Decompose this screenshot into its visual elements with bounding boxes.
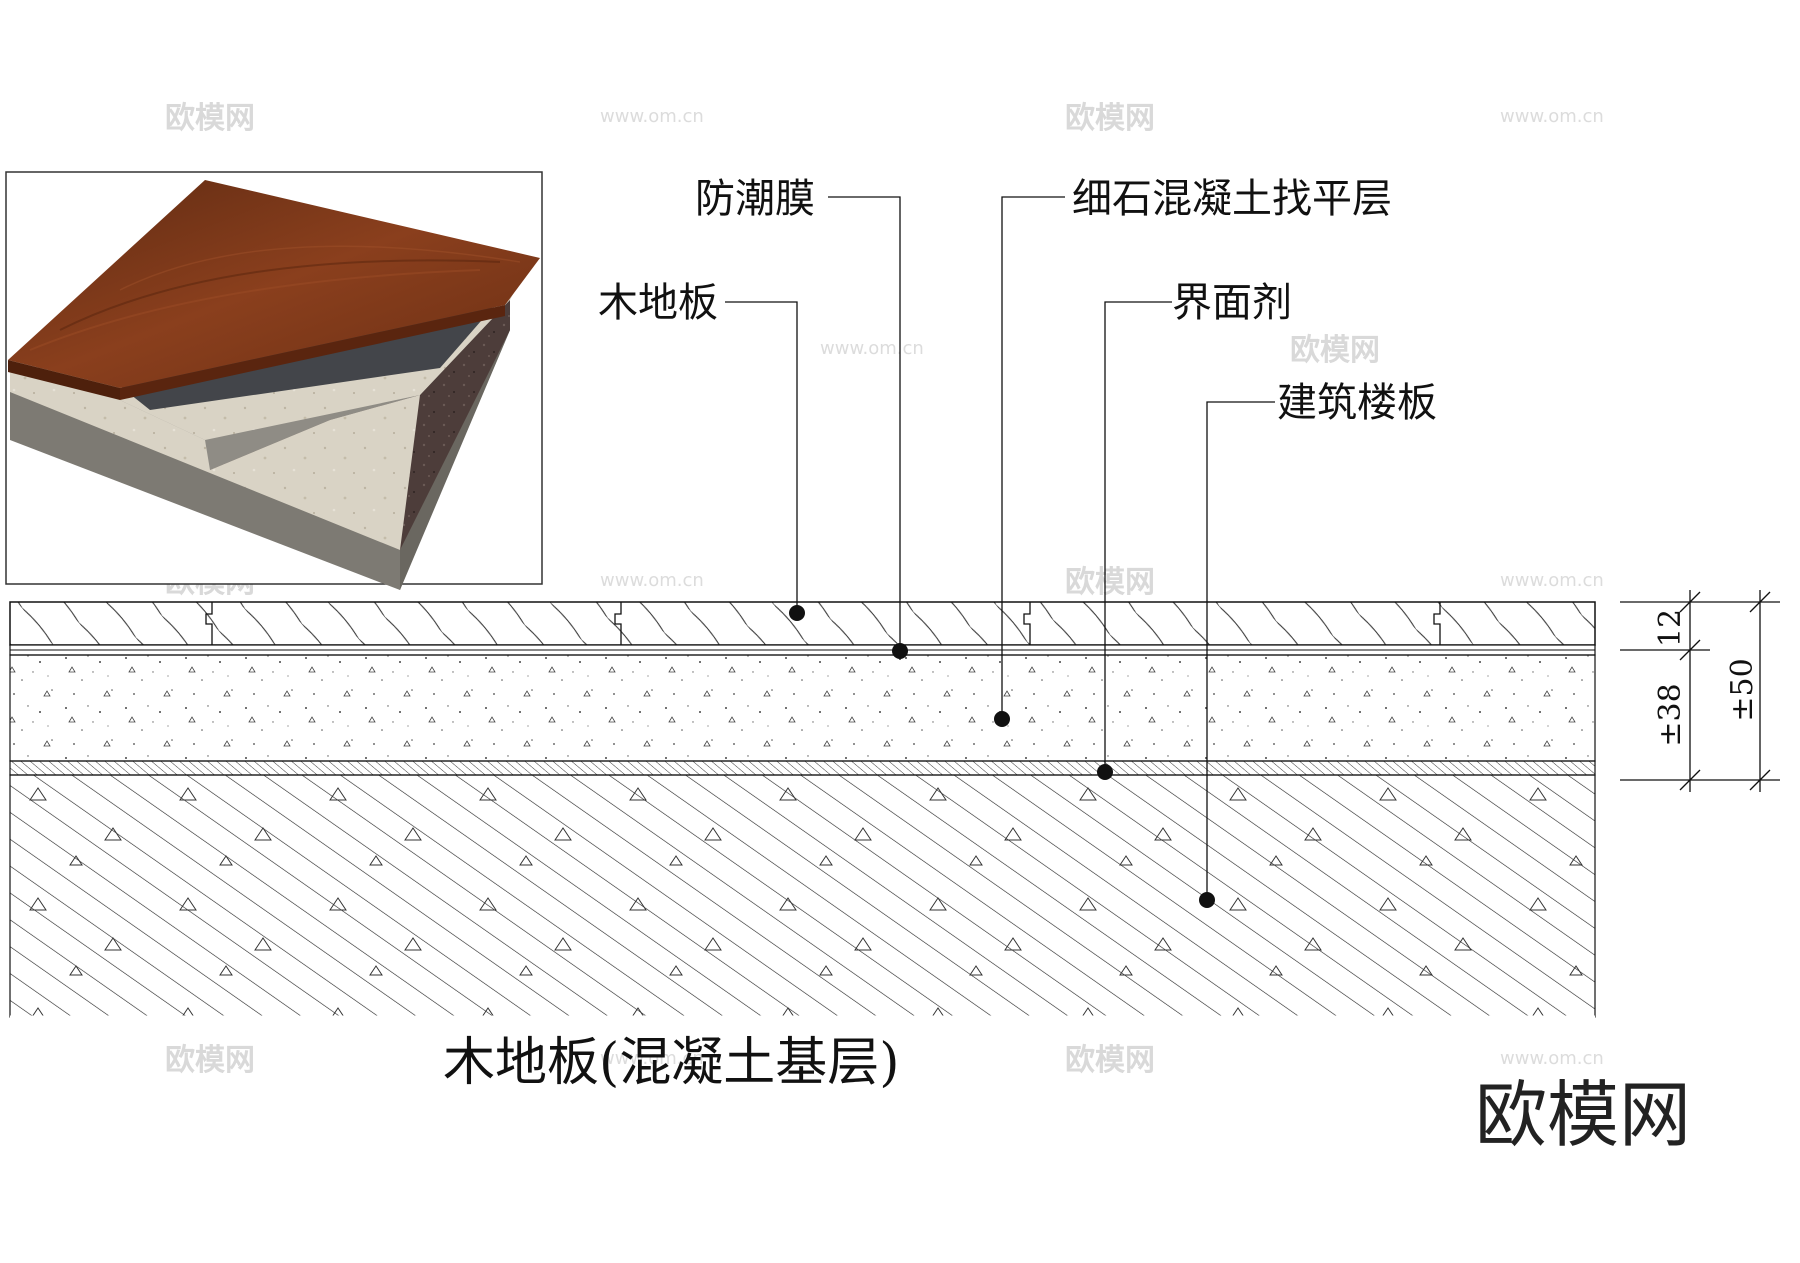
label-interface-agent: 界面剂 <box>1172 280 1292 326</box>
label-fine-concrete: 细石混凝土找平层 <box>1072 176 1392 222</box>
watermark-url: www.om.cn <box>600 106 704 127</box>
watermark-text: 欧模网 <box>1065 1043 1155 1078</box>
dimension-38: ±38 <box>1653 683 1688 746</box>
dimension-50: ±50 <box>1725 658 1760 721</box>
diagram-title: 木地板(混凝土基层) <box>443 1033 900 1093</box>
watermark-text: 欧模网 <box>1290 333 1380 368</box>
watermark-url: www.om.cn <box>1500 1048 1604 1069</box>
watermark-url: www.om.cn <box>820 338 924 359</box>
watermark-url: www.om.cn <box>1500 570 1604 591</box>
leader-dots <box>789 605 1215 908</box>
label-moisture-film: 防潮膜 <box>695 176 815 222</box>
watermark-text: 欧模网 <box>1065 565 1155 600</box>
watermark-url: www.om.cn <box>1500 106 1604 127</box>
fine-concrete-layer <box>9 654 1596 762</box>
floor-section <box>9 601 1596 1019</box>
brand-logo: 欧模网 <box>1475 1073 1691 1157</box>
interface-agent-layer <box>9 760 1596 776</box>
dimension-12: 12 <box>1653 609 1688 647</box>
watermark-text: 欧模网 <box>165 101 255 136</box>
layer-3d-preview <box>5 171 543 590</box>
leader-lines <box>725 196 1275 900</box>
label-building-slab: 建筑楼板 <box>1277 380 1437 426</box>
watermark-text: 欧模网 <box>1065 101 1155 136</box>
tongue-groove-joints <box>205 602 1441 645</box>
watermark-url: www.om.cn <box>600 570 704 591</box>
label-wood-floor: 木地板 <box>598 280 718 326</box>
watermark-url: www.om.cn <box>600 1048 704 1069</box>
watermark-text: 欧模网 <box>165 1043 255 1078</box>
dimension-lines <box>1620 590 1780 792</box>
